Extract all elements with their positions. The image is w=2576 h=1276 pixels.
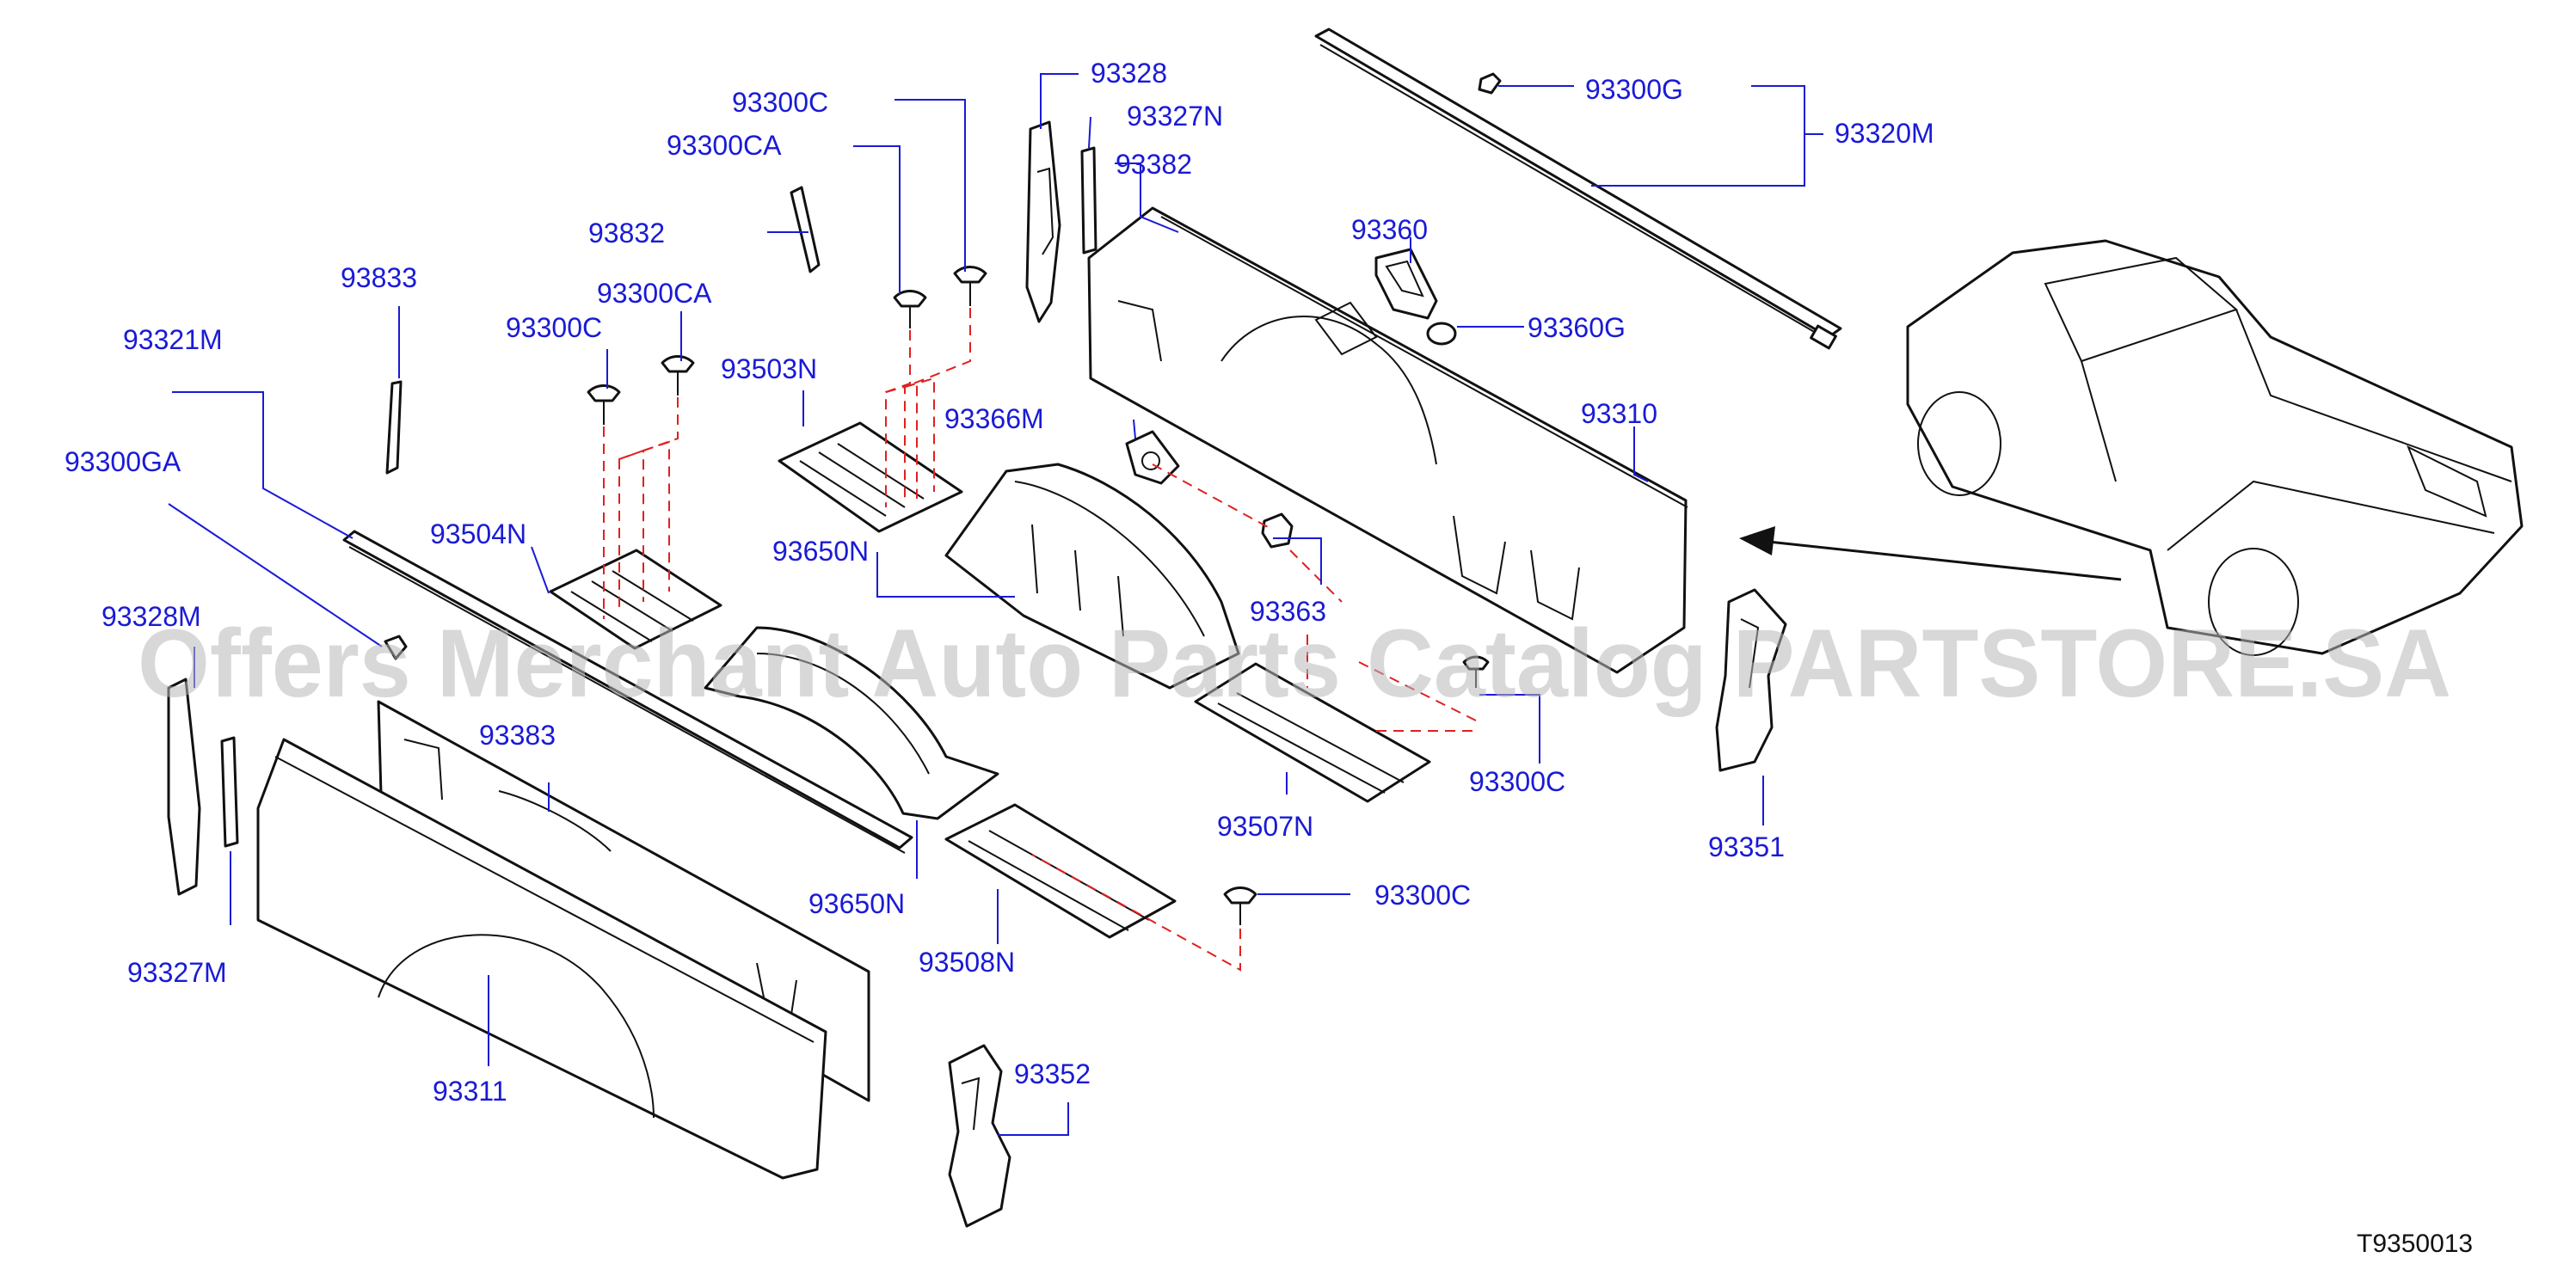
callout-93383: 93383 bbox=[479, 720, 556, 751]
callout-93300c-bottom: 93300C bbox=[1374, 880, 1471, 911]
hidden-lines bbox=[603, 308, 1477, 972]
callout-93300c-right: 93300C bbox=[1469, 766, 1565, 797]
callout-93832: 93832 bbox=[588, 218, 665, 248]
callout-93300ca-top: 93300CA bbox=[667, 130, 782, 161]
wheelhouse-93650n-top bbox=[944, 463, 1240, 690]
grommet-93366m bbox=[1125, 430, 1180, 485]
screw-93300c-right bbox=[1462, 655, 1490, 688]
strip-93327m bbox=[220, 736, 239, 848]
callout-93320m: 93320M bbox=[1835, 118, 1934, 149]
grommet-93360 bbox=[1374, 248, 1438, 320]
callout-93650n-top: 93650N bbox=[772, 536, 869, 567]
callout-93352: 93352 bbox=[1014, 1058, 1091, 1089]
callout-93833: 93833 bbox=[341, 262, 417, 293]
floor-plate-93507n bbox=[1194, 662, 1431, 803]
callout-93300ga: 93300GA bbox=[65, 446, 181, 477]
corner-93352 bbox=[948, 1044, 1011, 1228]
callout-93351: 93351 bbox=[1708, 831, 1785, 862]
callout-93311: 93311 bbox=[433, 1076, 507, 1107]
clip-93363 bbox=[1261, 512, 1294, 549]
truck-overview-sketch bbox=[1906, 239, 2524, 656]
wheelhouse-93650n-bottom bbox=[704, 626, 999, 820]
callout-93300c-left: 93300C bbox=[506, 312, 602, 343]
post-93328m bbox=[167, 678, 201, 896]
diagram-code: T9350013 bbox=[2357, 1230, 2473, 1258]
floor-plate-93504n bbox=[549, 549, 722, 650]
strip-93327n bbox=[1080, 146, 1097, 255]
callout-93300g: 93300G bbox=[1585, 74, 1683, 105]
corner-93351 bbox=[1715, 588, 1787, 772]
callout-93328: 93328 bbox=[1091, 58, 1167, 89]
leader-lines bbox=[168, 73, 1823, 1136]
clip-93300g bbox=[1478, 72, 1502, 95]
callout-93327n: 93327N bbox=[1127, 101, 1223, 132]
callout-93503n: 93503N bbox=[721, 353, 817, 384]
callout-labels: 93300C 93328 93300G 93327N 93320M 93300C… bbox=[65, 58, 1934, 1107]
callout-93508n: 93508N bbox=[919, 947, 1015, 978]
callout-93382: 93382 bbox=[1116, 149, 1192, 180]
plug-93360g bbox=[1426, 322, 1457, 346]
callout-93360g: 93360G bbox=[1528, 312, 1626, 343]
locator-arrow bbox=[1739, 526, 2122, 581]
callout-93360: 93360 bbox=[1351, 214, 1428, 245]
side-rail-93321m bbox=[342, 530, 913, 854]
bracket-93832 bbox=[790, 186, 821, 273]
corner-post-93328 bbox=[1025, 120, 1061, 323]
callout-93321m: 93321M bbox=[123, 324, 223, 355]
watermark-text: Offers Merchant Auto Parts Catalog PARTS… bbox=[138, 610, 2451, 717]
callout-93310: 93310 bbox=[1581, 398, 1657, 429]
clip-93300ga bbox=[384, 635, 408, 660]
callout-93300ca-mid: 93300CA bbox=[597, 278, 712, 309]
callout-93650n-bottom: 93650N bbox=[808, 888, 905, 919]
rail-strip-93320m bbox=[1314, 28, 1842, 350]
callout-93363: 93363 bbox=[1250, 596, 1326, 627]
screw-93300c-bottom bbox=[1223, 886, 1257, 925]
callout-93507n: 93507N bbox=[1217, 811, 1313, 842]
floor-plate-93503n bbox=[778, 421, 963, 533]
outer-panel-93311 bbox=[256, 738, 827, 1180]
callout-93328m: 93328M bbox=[101, 601, 201, 632]
screw-group-top bbox=[587, 266, 987, 425]
callout-93300c-top: 93300C bbox=[732, 87, 828, 118]
callout-93327m: 93327M bbox=[127, 957, 227, 988]
callout-93504n: 93504N bbox=[430, 518, 526, 549]
bracket-93833 bbox=[385, 380, 403, 475]
front-panel-93310 bbox=[1087, 206, 1688, 674]
callout-93366m: 93366M bbox=[944, 403, 1044, 434]
